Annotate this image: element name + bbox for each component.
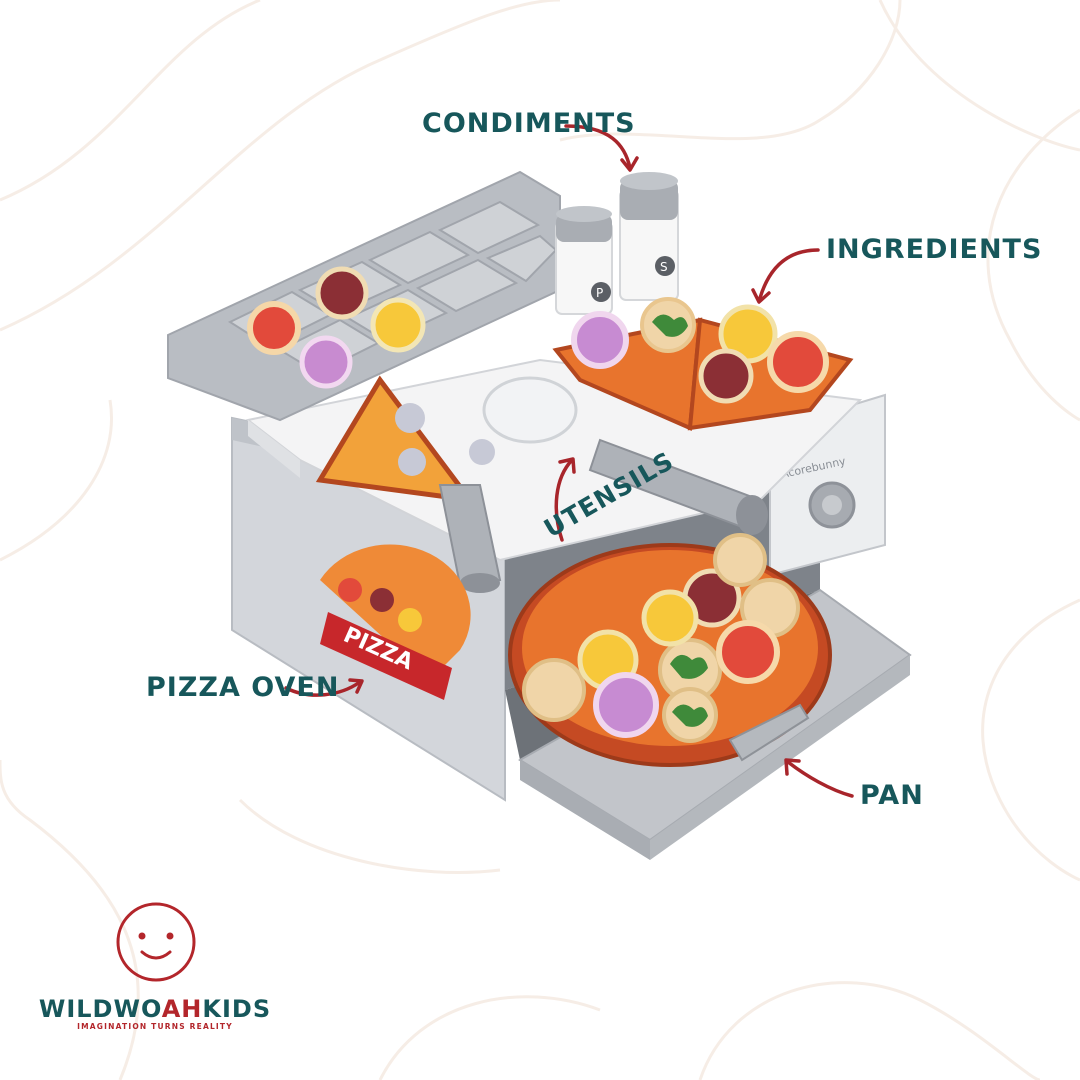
ingredients-arrow — [758, 248, 820, 300]
salt-shaker-label: S — [660, 260, 668, 274]
whole-pizza — [508, 533, 832, 767]
utensils-arrow — [554, 458, 574, 542]
pizza-cutter-utensil — [482, 376, 768, 535]
ingredient-pizza-slices — [552, 297, 854, 431]
condiment-shakers: P S — [555, 172, 679, 315]
oven-pizza-emblem: PIZZA — [320, 544, 471, 700]
pan-handle — [728, 703, 810, 762]
ingredients-callout: INGREDIENTS — [826, 234, 1043, 265]
single-pizza-slice — [315, 375, 476, 504]
condiments-arrow — [564, 124, 632, 170]
pizza-oven-arrow — [284, 680, 362, 697]
brand-name: WILDWOAHKIDS — [30, 995, 280, 1023]
brand-tagline: IMAGINATION TURNS REALITY — [77, 1022, 233, 1031]
pepper-shaker-label: P — [596, 286, 603, 300]
pizza-oven-callout: PIZZA OVEN — [146, 672, 340, 703]
pan-arrow — [786, 760, 854, 798]
smiley-face-icon — [116, 902, 196, 982]
brand-name-part2: AH — [161, 995, 203, 1023]
rolling-pin-utensil — [438, 484, 502, 593]
brand-name-part1: WILDWO — [38, 995, 162, 1023]
brand-name-part3: KIDS — [202, 995, 272, 1023]
condiments-callout: CONDIMENTS — [422, 108, 636, 139]
pan-callout: PAN — [860, 780, 924, 811]
brand-logo: WILDWOAHKIDS IMAGINATION TURNS REALITY — [30, 900, 280, 1040]
